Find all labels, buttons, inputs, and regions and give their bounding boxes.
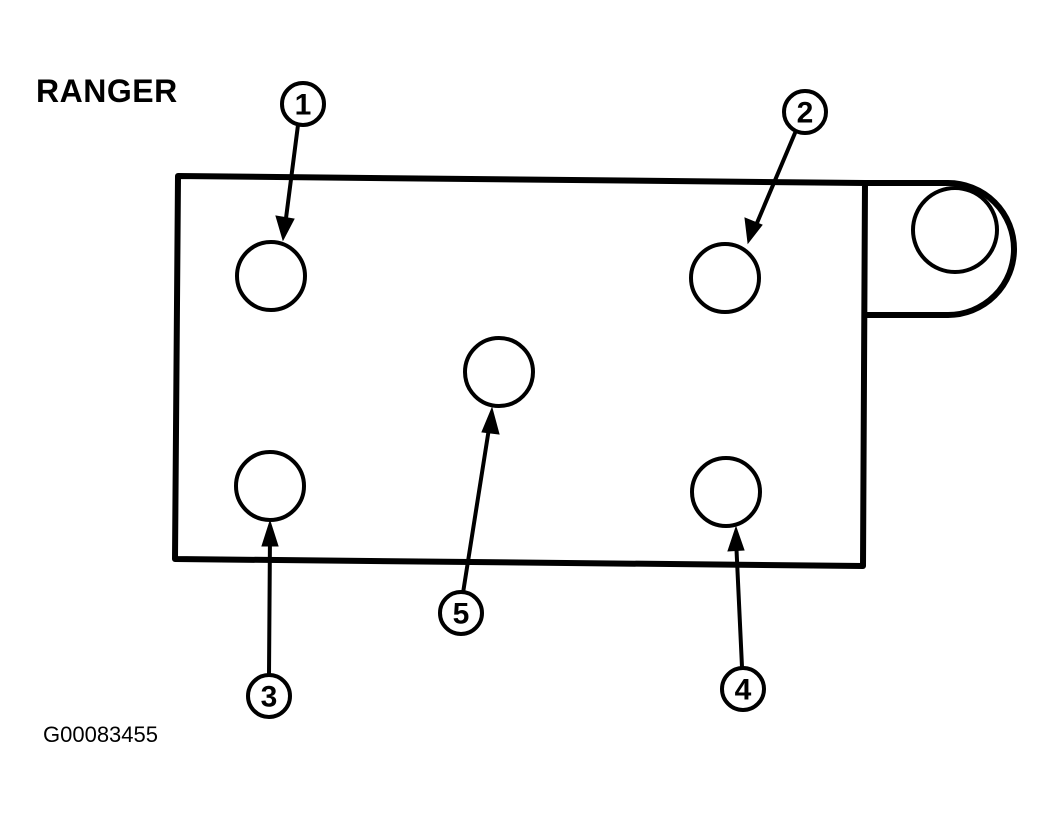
- callout-2: 2: [782, 89, 828, 135]
- arrowhead-5: [481, 406, 500, 435]
- callout-5: 5: [438, 590, 484, 636]
- bolt-hole-5: [463, 336, 535, 408]
- callout-4-label: 4: [735, 674, 752, 707]
- mounting-ear-outline: [862, 180, 1017, 318]
- callout-1: 1: [280, 81, 326, 127]
- plate-outline: [172, 173, 868, 569]
- bolt-hole-1: [235, 240, 307, 312]
- callout-4: 4: [720, 666, 766, 712]
- leader-line-5: [461, 420, 492, 595]
- arrowhead-3: [261, 519, 279, 547]
- callout-5-label: 5: [453, 598, 470, 631]
- leader-line-2: [752, 131, 797, 232]
- leader-line-4: [734, 537, 744, 669]
- callout-3-label: 3: [261, 681, 278, 714]
- bolt-hole-4: [690, 456, 762, 528]
- callout-1-label: 1: [295, 89, 312, 122]
- callout-3: 3: [246, 673, 292, 719]
- arrowhead-2: [744, 217, 763, 245]
- leader-line-3: [267, 532, 272, 677]
- bolt-hole-2: [689, 242, 761, 314]
- leader-line-1: [283, 123, 300, 228]
- arrowhead-1: [275, 215, 295, 242]
- pivot-hole: [911, 186, 999, 274]
- figure-id: G00083455: [43, 722, 158, 747]
- callout-2-label: 2: [797, 97, 814, 130]
- arrowhead-4: [727, 525, 745, 552]
- bolt-hole-3: [234, 450, 306, 522]
- diagram-title: RANGER: [36, 73, 178, 109]
